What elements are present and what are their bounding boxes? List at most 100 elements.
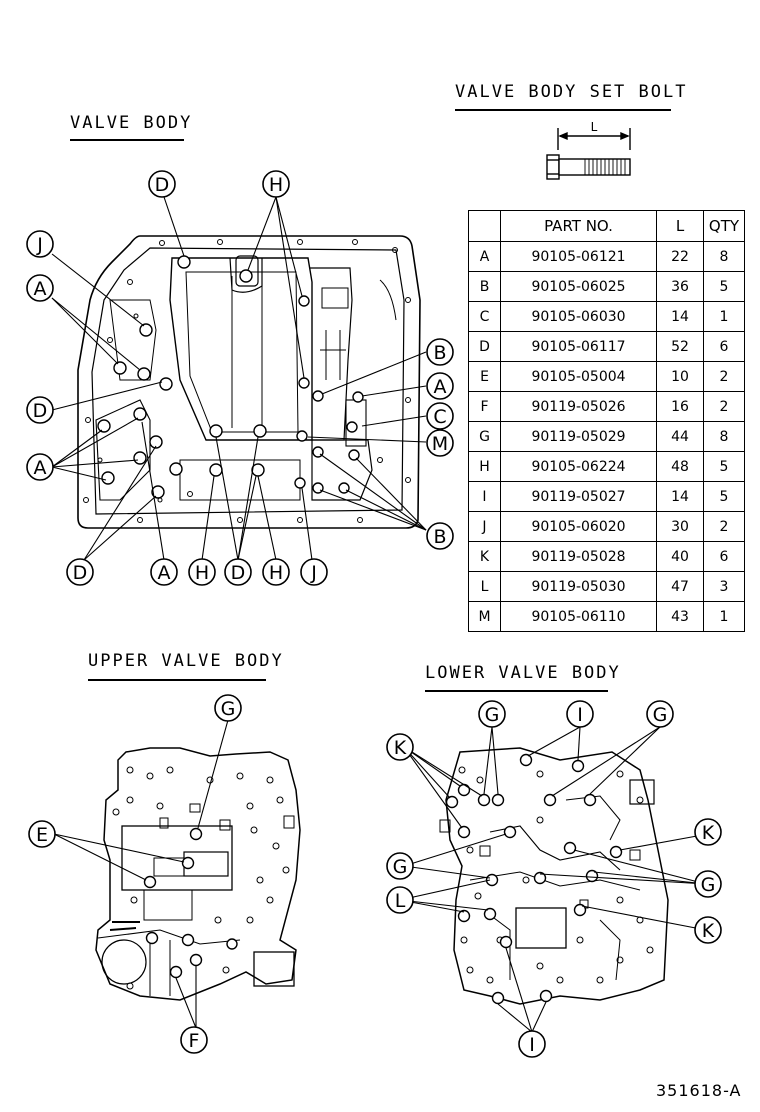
header-length: L [656,210,704,242]
cell-code: G [468,421,501,452]
callout-letters: D H J A D A D A H D H J B A C M B G E F … [33,174,716,1056]
cell-code: K [468,541,501,572]
cell-qty: 2 [703,361,745,392]
cell-length: 48 [656,451,704,482]
cell-qty: 3 [703,571,745,602]
cell-code: D [468,331,501,362]
cell-part-no: 90105-06025 [500,271,657,302]
callout-j: J [310,562,317,584]
cell-qty: 2 [703,391,745,422]
header-qty: QTY [703,210,745,242]
cell-length: 30 [656,511,704,542]
cell-length: 43 [656,601,704,632]
cell-part-no: 90105-06030 [500,301,657,332]
cell-code: C [468,301,501,332]
cell-length: 47 [656,571,704,602]
cell-length: 40 [656,541,704,572]
cell-length: 22 [656,241,704,272]
title-lower-valve-body: LOWER VALVE BODY [425,663,621,683]
valve-body-leaders [51,196,427,561]
cell-part-no: 90105-06117 [500,331,657,362]
cell-qty: 8 [703,421,745,452]
callout-a: A [34,457,47,479]
title-upper-valve-body: UPPER VALVE BODY [88,651,284,671]
cell-length: 14 [656,301,704,332]
title-valve-body-set-bolt: VALVE BODY SET BOLT [455,82,688,102]
cell-part-no: 90105-05004 [500,361,657,392]
header-code [468,210,501,242]
cell-length: 10 [656,361,704,392]
callout-d: D [73,562,88,584]
callout-h: H [269,174,283,196]
callout-l: L [395,890,406,912]
callout-h: H [195,562,209,584]
cell-part-no: 90105-06121 [500,241,657,272]
callout-g: G [393,856,408,878]
lower-valve-body-bolts [445,753,623,1005]
callout-a: A [158,562,171,584]
callout-i: I [577,704,583,726]
cell-part-no: 90119-05030 [500,571,657,602]
cell-code: J [468,511,501,542]
callout-k: K [702,920,715,942]
cell-part-no: 90119-05027 [500,481,657,512]
callout-g: G [701,874,716,896]
cell-qty: 1 [703,601,745,632]
callout-b: B [433,342,446,364]
cell-code: L [468,571,501,602]
cell-qty: 5 [703,481,745,512]
valve-body-bolts [97,255,364,499]
cell-code: B [468,271,501,302]
cell-length: 52 [656,331,704,362]
cell-length: 16 [656,391,704,422]
cell-code: M [468,601,501,632]
header-part-no: PART NO. [500,210,657,242]
cell-qty: 5 [703,271,745,302]
callout-g: G [653,704,668,726]
cell-part-no: 90105-06110 [500,601,657,632]
cell-part-no: 90119-05029 [500,421,657,452]
title-valve-body: VALVE BODY [70,113,193,133]
callout-f: F [189,1030,200,1052]
upper-valve-body-leaders [53,719,229,1029]
set-bolt-illustration [546,128,631,180]
bolt-length-label: L [591,120,598,134]
title-valve-body-underline [70,139,184,141]
cell-code: E [468,361,501,392]
cell-length: 44 [656,421,704,452]
callout-h: H [269,562,283,584]
cell-length: 14 [656,481,704,512]
cell-code: F [468,391,501,422]
upper-valve-body-drawing [95,747,301,1001]
valve-body-drawing [77,235,421,529]
callout-k: K [702,822,715,844]
callout-k: K [394,737,407,759]
cell-part-no: 90119-05028 [500,541,657,572]
cell-code: H [468,451,501,482]
cell-qty: 6 [703,541,745,572]
upper-valve-body-bolts [143,827,238,979]
valve-body-edge-holes [83,239,411,523]
callout-d: D [231,562,246,584]
cell-part-no: 90105-06020 [500,511,657,542]
cell-code: A [468,241,501,272]
callout-g: G [485,704,500,726]
cell-part-no: 90105-06224 [500,451,657,482]
callout-a: A [434,376,447,398]
cell-qty: 6 [703,331,745,362]
cell-length: 36 [656,271,704,302]
callout-m: M [432,433,448,455]
upper-valve-body-holes [112,766,295,990]
cell-part-no: 90119-05026 [500,391,657,422]
